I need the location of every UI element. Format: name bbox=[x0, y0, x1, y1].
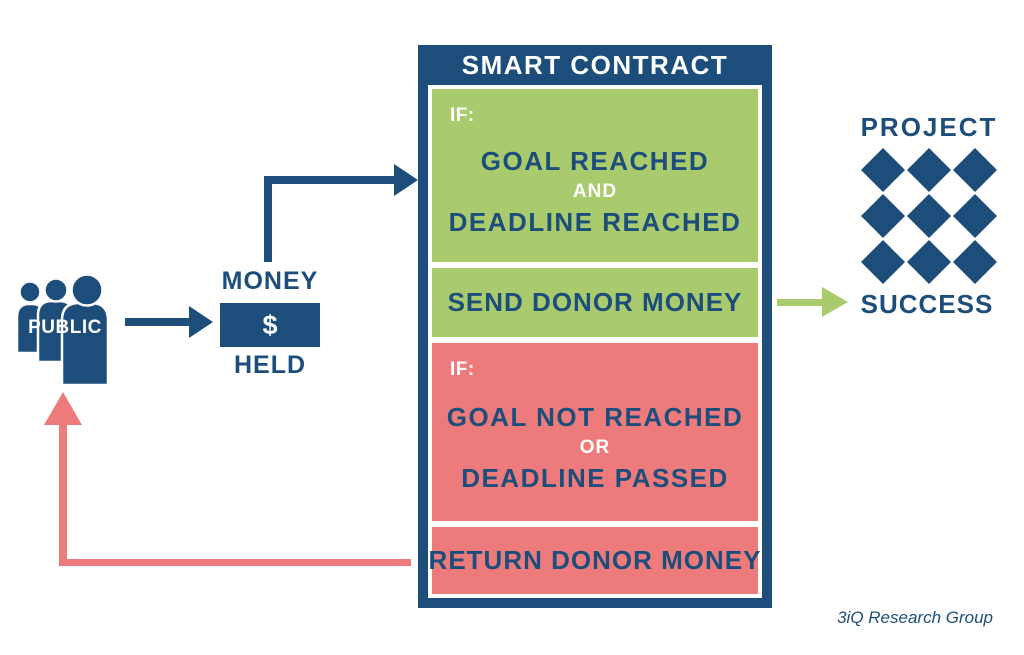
fail-condition-line1: GOAL NOT REACHED bbox=[446, 401, 744, 432]
money-to-contract-arrow-horizontal bbox=[264, 176, 394, 184]
success-if-label: IF: bbox=[450, 105, 475, 126]
success-condition-line1: GOAL REACHED bbox=[480, 145, 710, 176]
success-action-block: SEND DONOR MONEY bbox=[432, 268, 758, 337]
refund-arrow-horizontal bbox=[59, 559, 411, 566]
refund-arrow-vertical bbox=[59, 424, 67, 566]
fail-action-label: RETURN DONOR MONEY bbox=[428, 544, 762, 575]
project-label: PROJECT bbox=[860, 112, 998, 142]
money-to-contract-arrowhead-icon bbox=[394, 164, 418, 196]
money-held-box: $ bbox=[220, 303, 320, 347]
success-condition-operator: AND bbox=[572, 180, 618, 202]
fail-condition-block: IF: GOAL NOT REACHED OR DEADLINE PASSED bbox=[432, 342, 758, 521]
fail-condition-line2: DEADLINE PASSED bbox=[461, 462, 729, 493]
public-to-money-arrowhead-icon bbox=[189, 306, 213, 338]
contract-to-success-arrow-line bbox=[777, 299, 822, 306]
fail-condition-lines: GOAL NOT REACHED OR DEADLINE PASSED bbox=[447, 370, 744, 494]
contract-to-success-arrowhead-icon bbox=[822, 287, 848, 317]
fail-action-block: RETURN DONOR MONEY bbox=[429, 526, 760, 594]
success-label: SUCCESS bbox=[860, 289, 994, 319]
people-icon bbox=[16, 274, 110, 386]
success-condition-lines: GOAL REACHED AND DEADLINE REACHED bbox=[449, 114, 742, 238]
smart-contract-title: SMART CONTRACT bbox=[461, 50, 729, 80]
credit-text: 3iQ Research Group bbox=[837, 608, 993, 627]
fail-condition-operator: OR bbox=[579, 436, 611, 458]
smart-contract-box: SMART CONTRACT IF: GOAL REACHED AND DEAD… bbox=[418, 45, 772, 608]
success-condition-line2: DEADLINE REACHED bbox=[448, 206, 742, 237]
fail-if-label: IF: bbox=[450, 358, 475, 380]
project-diamond-grid-icon bbox=[861, 148, 997, 284]
money-label: MONEY bbox=[221, 267, 319, 295]
smart-contract-body: IF: GOAL REACHED AND DEADLINE REACHED SE… bbox=[428, 85, 762, 598]
success-action-label: SEND DONOR MONEY bbox=[447, 286, 743, 317]
refund-arrowhead-icon bbox=[44, 392, 82, 425]
held-label: HELD bbox=[233, 351, 307, 379]
public-label: PUBLIC bbox=[28, 317, 102, 338]
success-condition-block: IF: GOAL REACHED AND DEADLINE REACHED bbox=[432, 89, 758, 263]
money-to-contract-arrow-vertical bbox=[264, 176, 272, 262]
dollar-icon: $ bbox=[262, 309, 278, 340]
public-to-money-arrow-line bbox=[125, 318, 189, 326]
